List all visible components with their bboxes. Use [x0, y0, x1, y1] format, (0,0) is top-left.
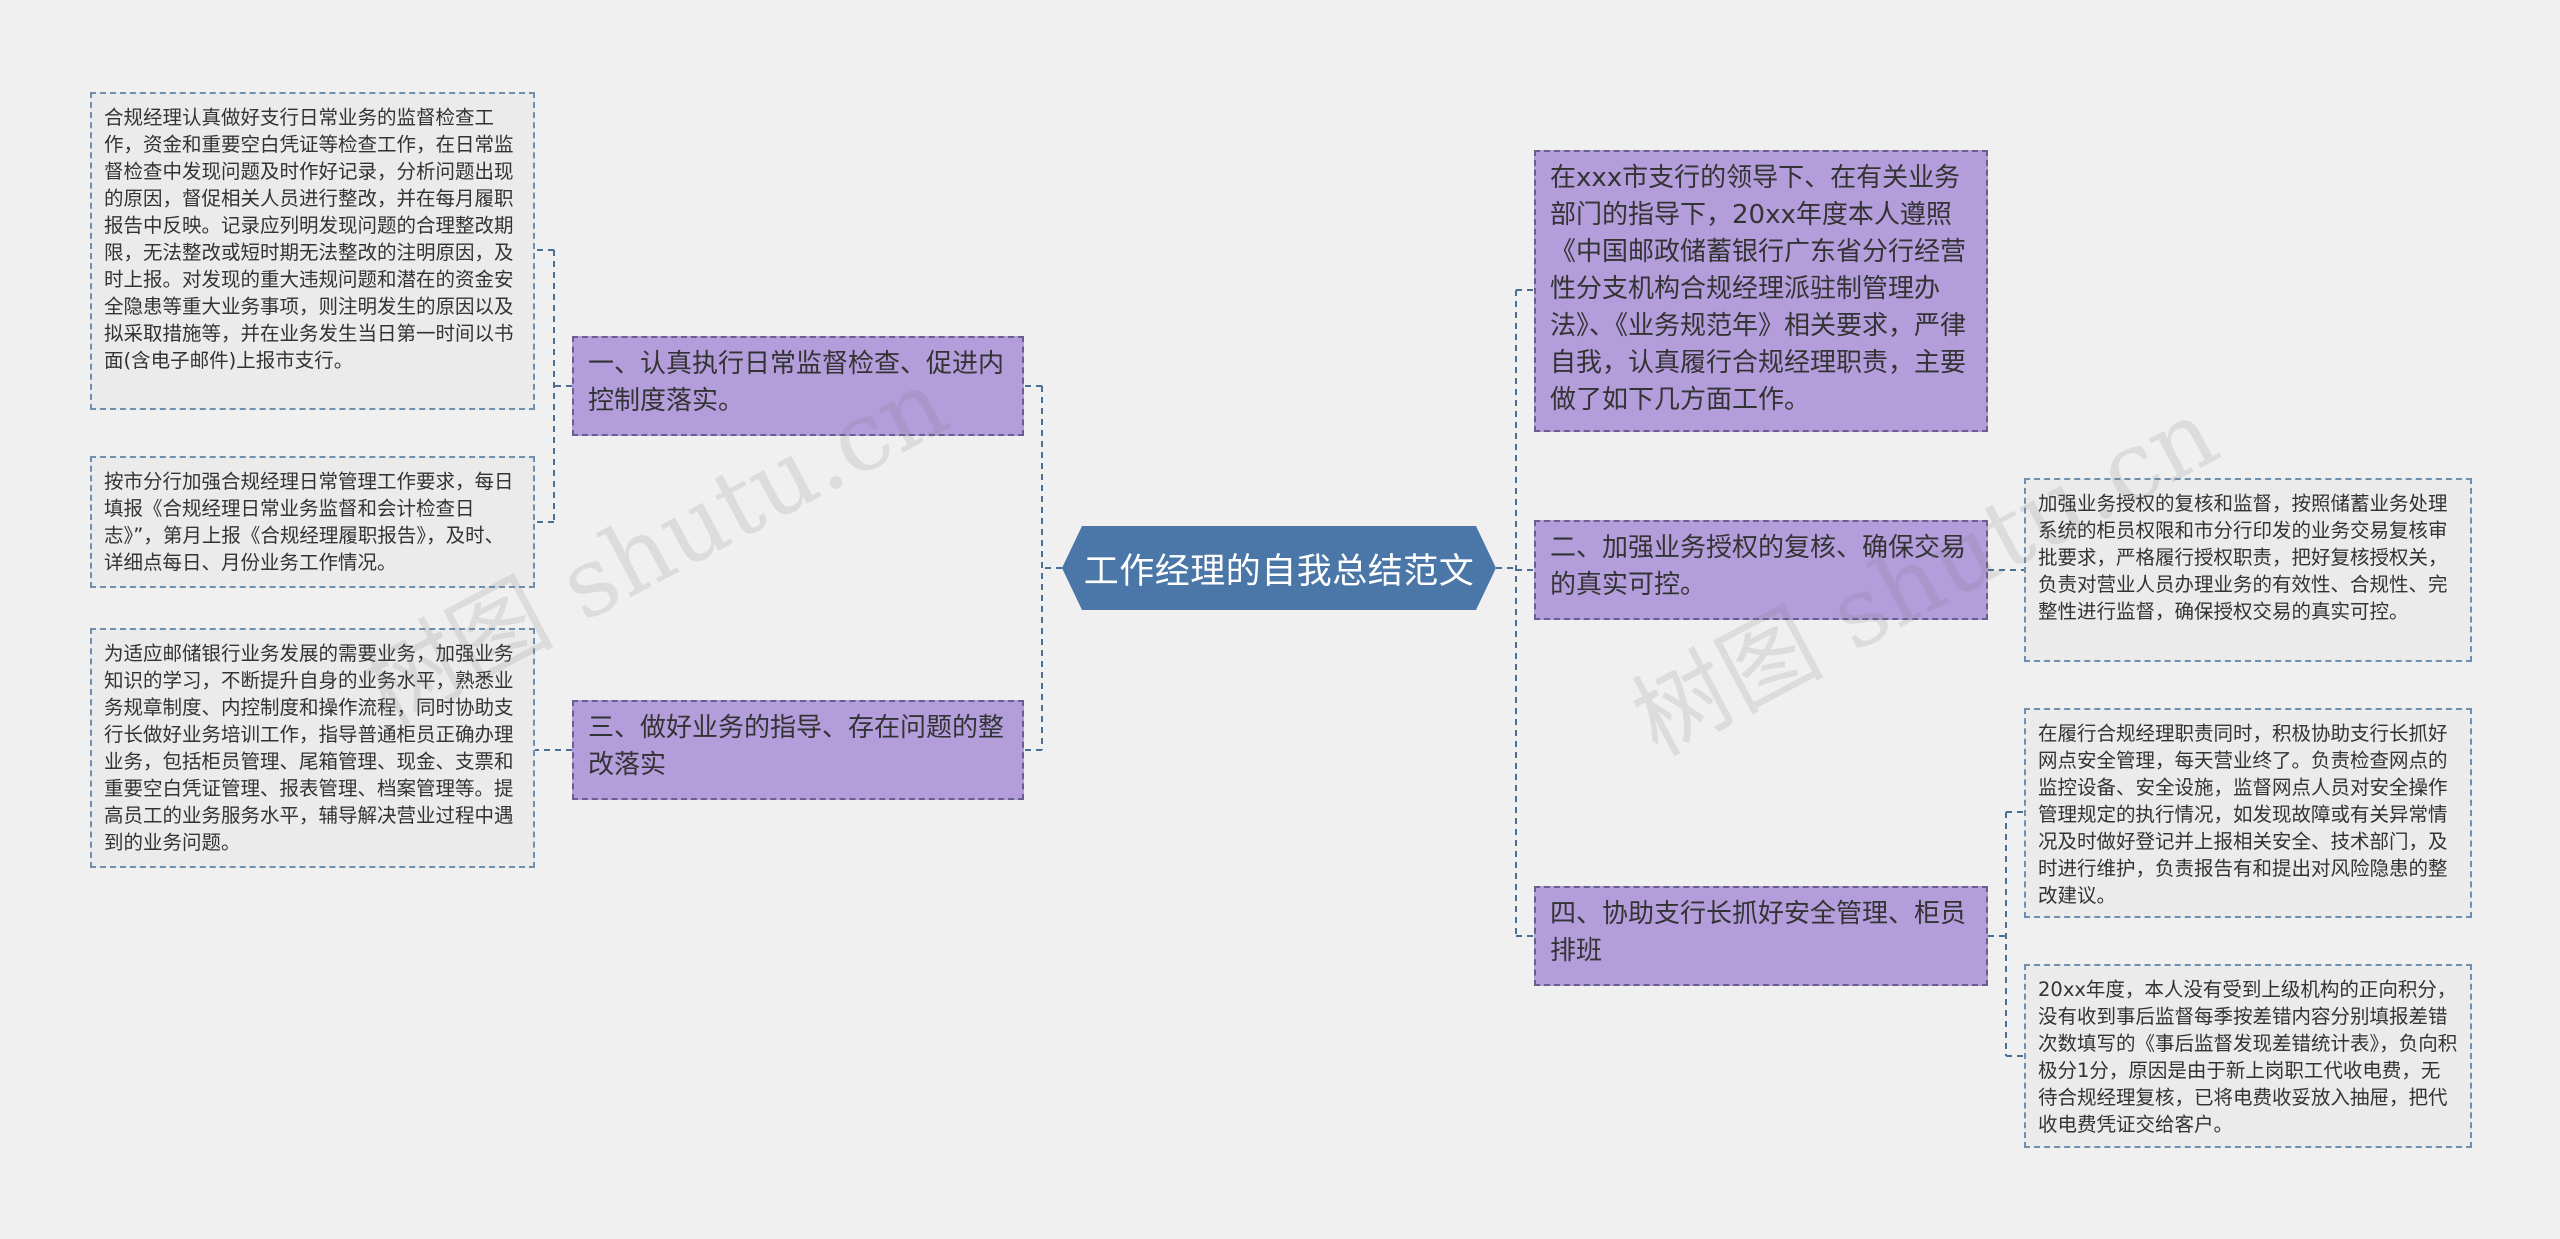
leaf-text: 20xx年度，本人没有受到上级机构的正向积分，没有收到事后监督每季按差错内容分别…	[2038, 978, 2458, 1136]
branch-topic-label: 一、认真执行日常监督检查、促进内控制度落实。	[588, 349, 1005, 416]
branch-topic-label: 在xxx市支行的领导下、在有关业务部门的指导下，20xx年度本人遵照《中国邮政储…	[1550, 163, 1967, 415]
branch-topic-2[interactable]: 二、加强业务授权的复核、确保交易的真实可控。	[1534, 520, 1988, 620]
leaf-safety-management[interactable]: 在履行合规经理职责同时，积极协助支行长抓好网点安全管理，每天营业终了。负责检查网…	[2024, 708, 2472, 918]
leaf-text: 加强业务授权的复核和监督，按照储蓄业务处理系统的柜员权限和市分行印发的业务交易复…	[2038, 492, 2448, 623]
branch-topic-1[interactable]: 一、认真执行日常监督检查、促进内控制度落实。	[572, 336, 1024, 436]
branch-topic-label: 三、做好业务的指导、存在问题的整改落实	[588, 713, 1005, 780]
root-topic-label: 工作经理的自我总结范文	[1083, 551, 1475, 592]
leaf-text: 合规经理认真做好支行日常业务的监督检查工作，资金和重要空白凭证等检查工作，在日常…	[104, 106, 514, 372]
branch-topic-label: 四、协助支行长抓好安全管理、柜员排班	[1550, 899, 1967, 966]
branch-topic-label: 二、加强业务授权的复核、确保交易的真实可控。	[1550, 533, 1967, 600]
leaf-annual-score[interactable]: 20xx年度，本人没有受到上级机构的正向积分，没有收到事后监督每季按差错内容分别…	[2024, 964, 2472, 1148]
leaf-business-guidance[interactable]: 为适应邮储银行业务发展的需要业务，加强业务知识的学习，不断提升自身的业务水平，熟…	[90, 628, 535, 868]
connector-branch-1-bus	[535, 249, 572, 523]
leaf-authorization-review[interactable]: 加强业务授权的复核和监督，按照储蓄业务处理系统的柜员权限和市分行印发的业务交易复…	[2024, 478, 2472, 662]
leaf-daily-supervision[interactable]: 合规经理认真做好支行日常业务的监督检查工作，资金和重要空白凭证等检查工作，在日常…	[90, 92, 535, 410]
leaf-text: 为适应邮储银行业务发展的需要业务，加强业务知识的学习，不断提升自身的业务水平，熟…	[104, 642, 514, 854]
branch-intro[interactable]: 在xxx市支行的领导下、在有关业务部门的指导下，20xx年度本人遵照《中国邮政储…	[1534, 150, 1988, 432]
leaf-daily-report[interactable]: 按市分行加强合规经理日常管理工作要求，每日填报《合规经理日常业务监督和会计检查日…	[90, 456, 535, 588]
branch-topic-4[interactable]: 四、协助支行长抓好安全管理、柜员排班	[1534, 886, 1988, 986]
root-topic[interactable]: 工作经理的自我总结范文	[1062, 526, 1496, 610]
leaf-text: 按市分行加强合规经理日常管理工作要求，每日填报《合规经理日常业务监督和会计检查日…	[104, 470, 514, 574]
leaf-text: 在履行合规经理职责同时，积极协助支行长抓好网点安全管理，每天营业终了。负责检查网…	[2038, 722, 2448, 907]
connector-branch-4-bus	[1988, 811, 2024, 1057]
branch-topic-3[interactable]: 三、做好业务的指导、存在问题的整改落实	[572, 700, 1024, 800]
